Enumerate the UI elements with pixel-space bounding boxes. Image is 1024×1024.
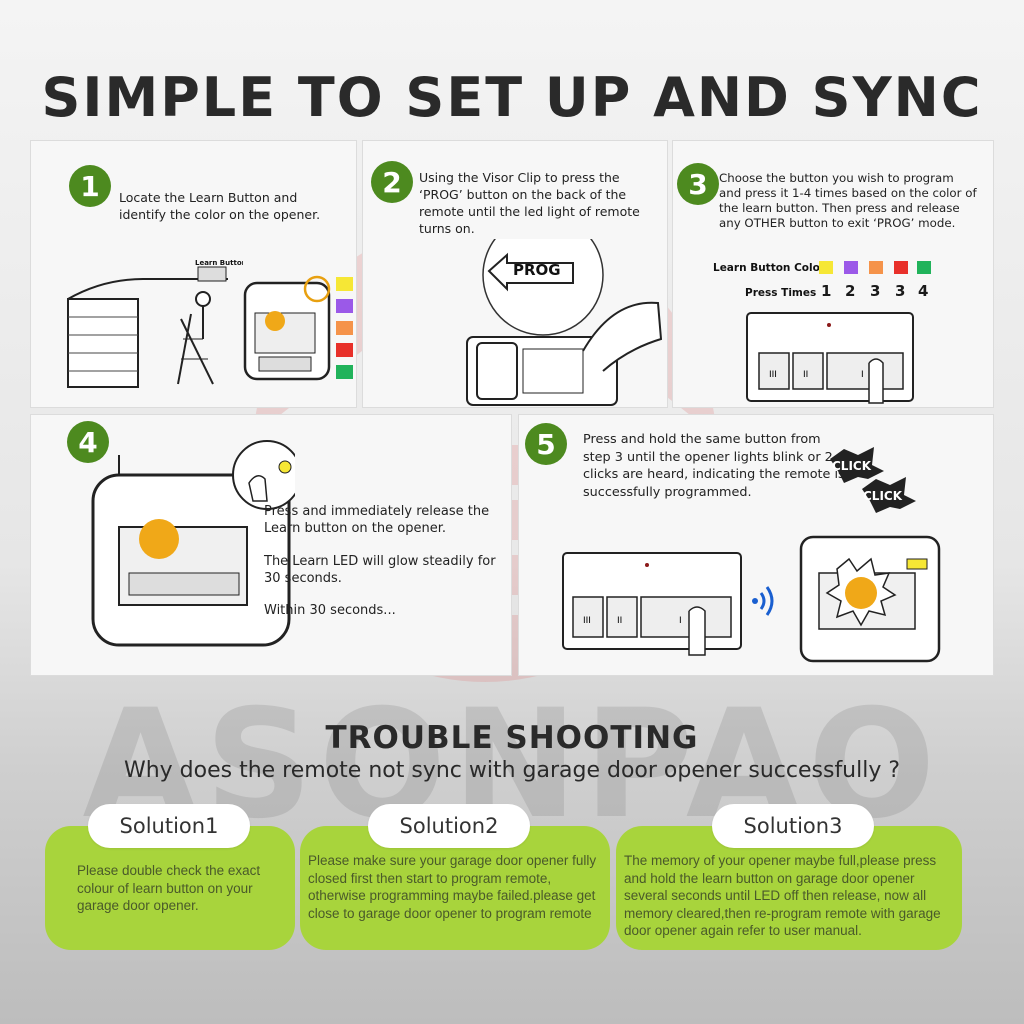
press-count-2: 2	[845, 282, 856, 300]
step-1-number: 1	[69, 165, 111, 207]
opener-learn-button-illustration	[91, 440, 295, 647]
step-3-number: 3	[677, 163, 719, 205]
svg-text:I: I	[861, 370, 864, 380]
press-times-label: Press Times	[745, 287, 817, 299]
solution-2-text: Please make sure your garage door opener…	[308, 853, 597, 921]
opener-blink-illustration	[799, 535, 941, 663]
solution-2-card: Please make sure your garage door opener…	[300, 826, 610, 950]
solution-1-label: Solution1	[88, 804, 250, 848]
step-2-number: 2	[371, 161, 413, 203]
color-swatch-green	[917, 261, 931, 274]
svg-text:Learn Button: Learn Button	[195, 259, 243, 267]
step-1-panel: 1 Locate the Learn Button and identify t…	[30, 140, 357, 408]
click-label-1: CLICK	[832, 459, 872, 473]
color-swatch-orange	[869, 261, 883, 274]
color-swatch-red	[894, 261, 908, 274]
solution-1-text: Please double check the exact colour of …	[77, 863, 261, 913]
step-4-number: 4	[67, 421, 109, 463]
click-burst-icon	[830, 447, 916, 513]
svg-text:II: II	[617, 616, 622, 626]
troubleshooting-title: TROUBLE SHOOTING	[325, 720, 699, 756]
learn-color-green	[336, 365, 353, 379]
page-title: SIMPLE TO SET UP AND SYNC	[41, 66, 983, 129]
step-4-text-2: The Learn LED will glow steadily for 30 …	[264, 554, 496, 586]
svg-text:III: III	[583, 616, 591, 626]
prog-label: PROG	[513, 261, 561, 279]
svg-text:I: I	[679, 616, 682, 626]
press-count-3: 3	[870, 282, 881, 300]
click-label-2: CLICK	[863, 489, 903, 503]
step-4-text-3: Within 30 seconds...	[264, 603, 396, 618]
step-1-text: Locate the Learn Button and identify the…	[119, 190, 321, 222]
troubleshooting-subtitle: Why does the remote not sync with garage…	[123, 758, 901, 783]
step-2-panel: 2 Using the Visor Clip to press the ‘PRO…	[362, 140, 668, 408]
solution-3-card: The memory of your opener maybe full,ple…	[616, 826, 962, 950]
learn-color-yellow	[336, 277, 353, 291]
learn-color-red	[336, 343, 353, 357]
solution-2-label: Solution2	[368, 804, 530, 848]
opener-unit-illustration	[243, 275, 331, 381]
press-count-4: 3	[895, 282, 906, 300]
learn-color-purple	[336, 299, 353, 313]
step-4-text-1: Press and immediately release the Learn …	[264, 504, 490, 536]
svg-text:II: II	[803, 370, 808, 380]
step-5-panel: 5 Press and hold the same button from st…	[518, 414, 994, 676]
press-count-1: 1	[821, 282, 832, 300]
step-2-text: Using the Visor Clip to press the ‘PROG’…	[419, 170, 640, 236]
step-5-number: 5	[525, 423, 567, 465]
press-count-5: 4	[918, 282, 929, 300]
wireless-signal-icon	[752, 586, 774, 616]
step-4-panel: 4 Press and immediately release the Lear…	[30, 414, 512, 676]
step-3-panel: 3 Choose the button you wish to program …	[672, 140, 994, 408]
svg-text:III: III	[769, 370, 777, 380]
solution-3-text: The memory of your opener maybe full,ple…	[624, 853, 941, 938]
solution-3-label: Solution3	[712, 804, 874, 848]
remote-illustration: III II I	[746, 312, 914, 404]
garage-ladder-illustration: Learn Button	[67, 259, 243, 388]
color-swatch-purple	[844, 261, 858, 274]
color-swatch-yellow	[819, 261, 833, 274]
learn-button-color-label: Learn Button Color	[713, 262, 825, 274]
visor-clip-illustration	[466, 239, 663, 406]
step-5-text: Press and hold the same button from step…	[583, 432, 845, 500]
remote-hold-illustration: III II I	[562, 552, 742, 656]
learn-color-orange	[336, 321, 353, 335]
step-3-text: Choose the button you wish to program an…	[719, 171, 977, 230]
